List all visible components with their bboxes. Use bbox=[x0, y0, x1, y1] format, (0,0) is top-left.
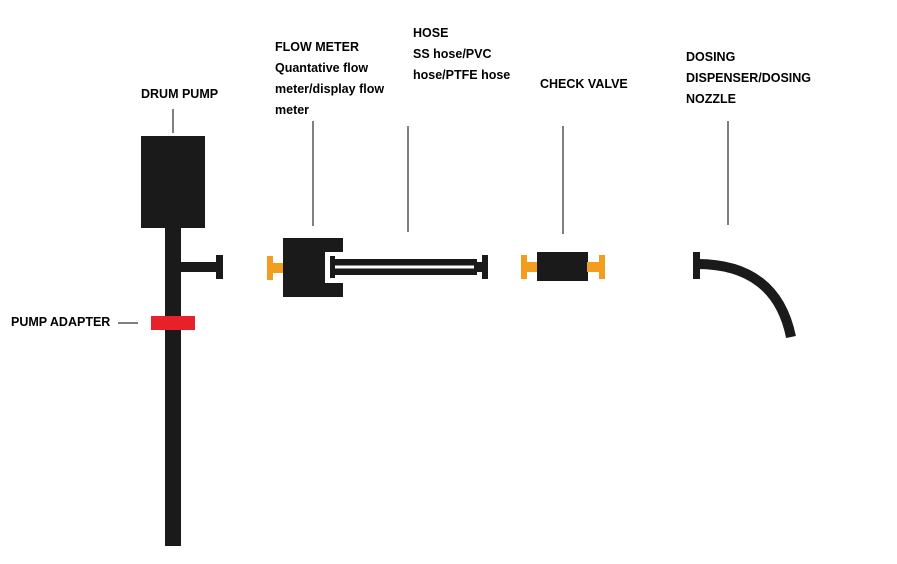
flow-meter-inlet-fitting bbox=[267, 256, 273, 280]
hose bbox=[330, 126, 488, 279]
pump-adapter-band bbox=[151, 316, 195, 330]
flow-meter-body bbox=[283, 238, 343, 297]
hose-inner-stripe bbox=[335, 265, 474, 269]
drum-pump-outlet-flange bbox=[216, 255, 223, 279]
flow-meter-label-line: meter bbox=[275, 103, 310, 117]
drum-pump bbox=[141, 109, 223, 546]
drum-pump-label: DRUM PUMP bbox=[141, 87, 219, 101]
dosing-nozzle-label-line: NOZZLE bbox=[686, 92, 736, 106]
dosing-nozzle-curve bbox=[696, 259, 796, 339]
hose-label: HOSE SS hose/PVC hose/PTFE hose bbox=[413, 23, 510, 86]
dosing-nozzle-label: DOSING DISPENSER/DOSING NOZZLE bbox=[686, 47, 811, 110]
flow-meter bbox=[267, 121, 343, 297]
hose-end-flange bbox=[482, 255, 488, 279]
hose-label-line: hose/PTFE hose bbox=[413, 68, 511, 82]
check-valve-label: CHECK VALVE bbox=[540, 77, 628, 91]
check-valve-right-fitting bbox=[599, 255, 605, 279]
check-valve-right-stub bbox=[587, 262, 600, 272]
dosing-nozzle-label-line: DOSING bbox=[686, 50, 736, 64]
flow-meter-label-line: Quantative flow bbox=[275, 61, 369, 75]
check-valve-body bbox=[537, 252, 588, 281]
check-valve-left-fitting bbox=[521, 255, 527, 279]
pump-adapter bbox=[118, 316, 195, 330]
check-valve-left-stub bbox=[525, 262, 538, 272]
flow-meter-label: FLOW METER Quantative flow meter/display… bbox=[275, 37, 384, 121]
hose-label-line: SS hose/PVC bbox=[413, 47, 492, 61]
check-valve bbox=[521, 126, 605, 281]
drum-pump-motor bbox=[141, 136, 205, 228]
dosing-nozzle bbox=[693, 121, 796, 339]
hose-end-fitting bbox=[477, 262, 482, 272]
dosing-nozzle-label-line: DISPENSER/DOSING bbox=[686, 71, 812, 85]
drum-pump-outlet-pipe bbox=[180, 262, 220, 272]
dosing-nozzle-flange bbox=[693, 252, 700, 279]
hose-label-title: HOSE bbox=[413, 26, 449, 40]
flow-meter-label-title: FLOW METER bbox=[275, 40, 360, 54]
pump-adapter-label: PUMP ADAPTER bbox=[11, 315, 111, 329]
flow-meter-inlet-stub bbox=[271, 263, 285, 273]
flow-meter-label-line: meter/display flow bbox=[275, 82, 385, 96]
drum-pump-tube bbox=[165, 226, 181, 546]
